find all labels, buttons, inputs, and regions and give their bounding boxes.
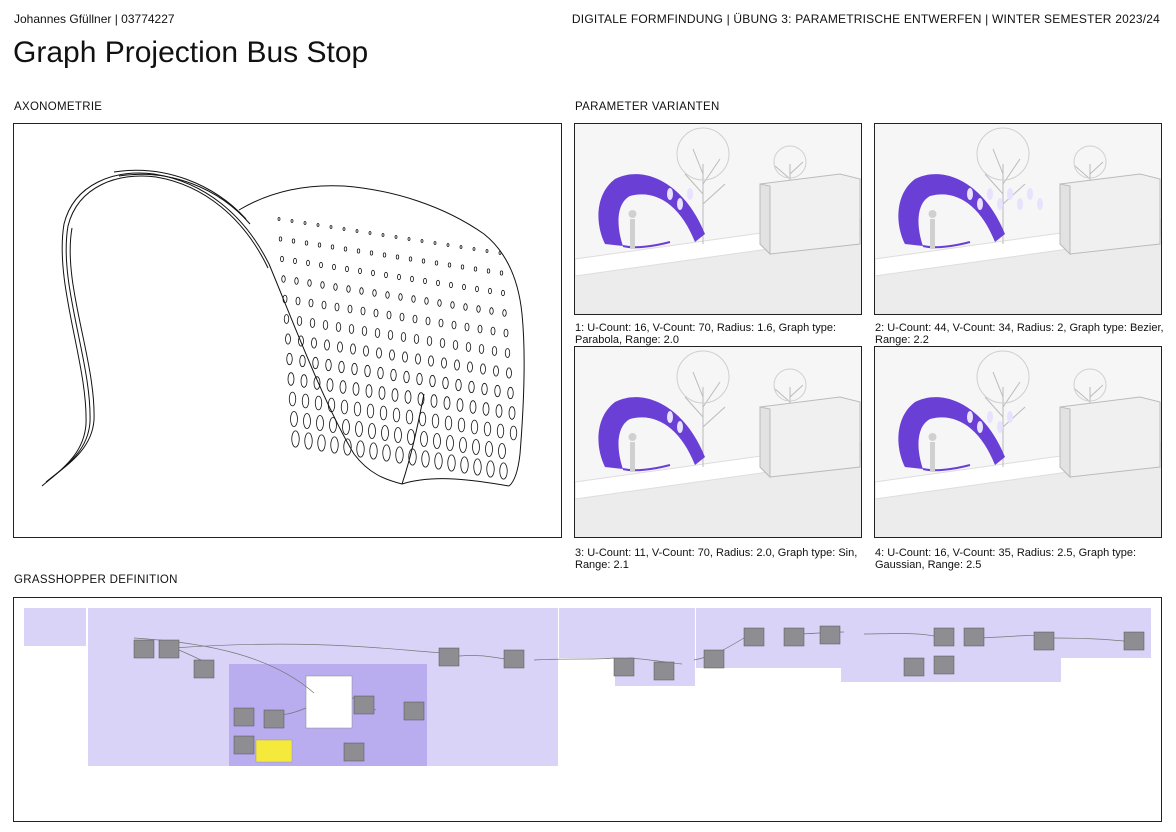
variant-caption-3: 3: U-Count: 11, V-Count: 70, Radius: 2.0…: [575, 547, 858, 571]
section-heading-varianten: PARAMETER VARIANTEN: [575, 101, 720, 113]
axonometric-drawing: [13, 123, 562, 538]
variant-render-2: [874, 123, 1162, 315]
variant-render-4: [874, 346, 1162, 538]
section-heading-grasshopper: GRASSHOPPER DEFINITION: [14, 574, 178, 586]
variant-render-1: [574, 123, 862, 315]
group-regions: [24, 608, 1151, 766]
variant-caption-2: 2: U-Count: 44, V-Count: 34, Radius: 2, …: [875, 322, 1164, 346]
variant-render-3: [574, 346, 862, 538]
shell-line-drawing: [41, 169, 525, 487]
components: [133, 625, 1145, 762]
variant-caption-1: 1: U-Count: 16, V-Count: 70, Radius: 1.6…: [575, 322, 837, 346]
variant-caption-4: 4: U-Count: 16, V-Count: 35, Radius: 2.5…: [875, 547, 1137, 571]
grasshopper-canvas: [24, 608, 1151, 766]
page-title: Graph Projection Bus Stop: [13, 36, 369, 69]
course-line: DIGITALE FORMFINDUNG | ÜBUNG 3: PARAMETR…: [571, 12, 1160, 26]
author-line: Johannes Gfüllner | 03774227: [14, 12, 175, 26]
section-heading-axonometrie: AXONOMETRIE: [14, 101, 103, 113]
grasshopper-definition: [13, 597, 1162, 822]
